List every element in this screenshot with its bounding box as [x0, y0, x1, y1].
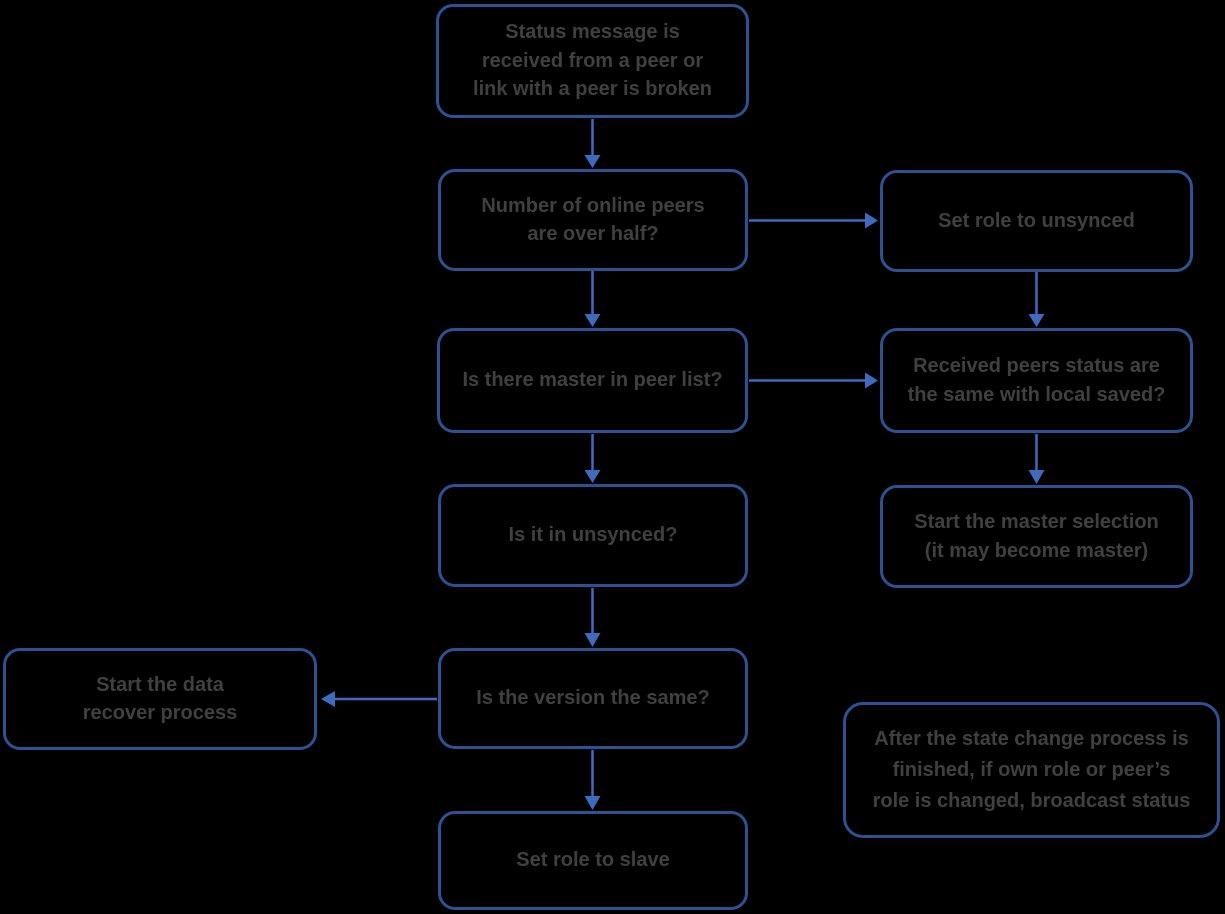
node-set-role-slave: Set role to slave [438, 811, 748, 910]
node-set-role-unsynced: Set role to unsynced [880, 170, 1193, 272]
edge-unsynced-to-statussame-arrow [1028, 272, 1045, 327]
node-data-recover: Start the data recover process [3, 648, 317, 750]
edge-version-to-slave-arrow [584, 750, 601, 810]
node-label: Start the data recover process [82, 673, 238, 724]
edge-peers-to-unsynced-arrow [749, 212, 878, 229]
node-master-in-peer-list: Is there master in peer list? [437, 328, 748, 433]
node-peers-over-half: Number of online peers are over half? [438, 169, 748, 271]
node-label: Set role to slave [516, 849, 670, 872]
node-label: Received peers status are the same with … [907, 355, 1166, 406]
node-version-same: Is the version the same? [438, 648, 748, 749]
node-is-it-in-unsynced: Is it in unsynced? [438, 484, 748, 587]
node-label: After the state change process is finish… [872, 727, 1191, 812]
edge-version-to-recover-arrow [321, 691, 437, 707]
node-master-selection: Start the master selection (it may becom… [880, 485, 1193, 588]
node-label: Is it in unsynced? [508, 524, 678, 547]
node-label: Set role to unsynced [938, 209, 1135, 232]
edge-statussame-to-selection-arrow [1028, 434, 1045, 484]
edge-peers-to-master-arrow [584, 271, 601, 327]
edge-isunsynced-to-version-arrow [584, 588, 601, 647]
edge-status-to-peers-arrow [584, 119, 601, 168]
node-label: Status message is received from a peer o… [473, 21, 712, 101]
node-label: Start the master selection (it may becom… [914, 511, 1159, 562]
edge-master-to-statussame-arrow [749, 372, 878, 389]
edge-master-to-isunsynced-arrow [584, 434, 601, 483]
node-label: Number of online peers are over half? [481, 194, 705, 245]
node-peers-status-same: Received peers status are the same with … [880, 328, 1193, 433]
node-label: Is there master in peer list? [462, 369, 723, 392]
node-broadcast-note: After the state change process is finish… [843, 702, 1220, 838]
node-label: Is the version the same? [476, 687, 710, 710]
node-status-received: Status message is received from a peer o… [436, 4, 749, 118]
